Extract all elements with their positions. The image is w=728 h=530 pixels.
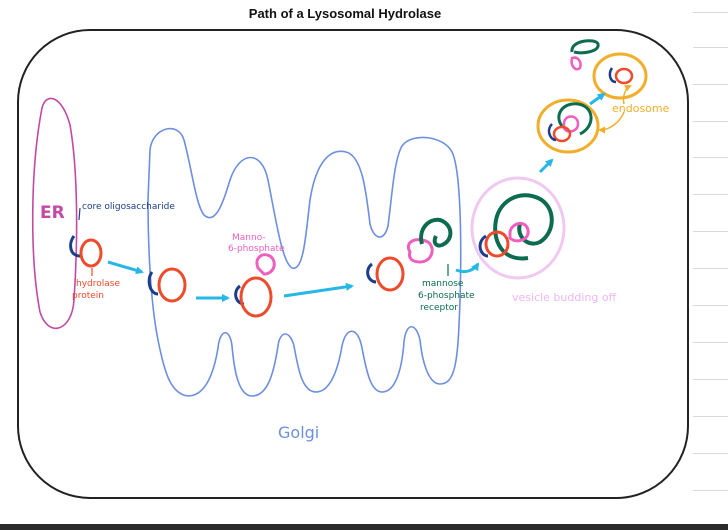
endosome-pointer-arrow (598, 111, 625, 134)
m6p-receptor (419, 217, 453, 248)
side-rule-line (693, 453, 728, 454)
side-rule-line (693, 379, 728, 380)
er-organelle (31, 97, 78, 330)
hydrolase-label-line1: hydrolase (76, 279, 120, 289)
arrow-er-to-golgi (107, 260, 144, 275)
side-rule-line (693, 121, 728, 122)
side-rule-line (693, 342, 728, 343)
recycled-receptor (570, 39, 600, 55)
side-rule-line (693, 490, 728, 491)
vesicle-hydrolase (484, 230, 510, 258)
endosome-label: endosome (612, 102, 670, 115)
oligosaccharide-trans-golgi (366, 262, 377, 284)
mannose-phosphate-trans (407, 238, 434, 264)
receptor-label-line2: 6-phosphate (418, 291, 475, 301)
endosome-oligosaccharide (547, 123, 557, 142)
arrow-endosome-to-lysosome (589, 92, 606, 106)
released-mannose-phosphate (570, 56, 582, 71)
endosome-lower (536, 98, 600, 154)
diagram-title: Path of a Lysosomal Hydrolase (248, 6, 442, 21)
core-oligosaccharide-pointer (78, 207, 81, 221)
side-rule-line (693, 194, 728, 195)
mannose-phosphate-tag (255, 253, 276, 276)
endosome-pointer-arrow (622, 85, 632, 105)
lysosome-hydrolase (614, 67, 634, 85)
side-rule-line (693, 157, 728, 158)
core-oligosaccharide-label: core oligosaccharide (82, 202, 175, 212)
golgi-apparatus (147, 127, 462, 397)
hydrolase-er (79, 238, 103, 268)
side-rule-line (693, 416, 728, 417)
hydrolase-trans-golgi (375, 256, 405, 292)
arrow-vesicle-to-endosome (538, 158, 554, 174)
golgi-label: Golgi (278, 423, 319, 442)
vesicle-label: vesicle budding off (512, 291, 617, 304)
side-rule-line (693, 12, 728, 13)
arrow-medial-to-trans (283, 282, 354, 298)
mannose-phosphate-label-line1: Manno- (232, 233, 266, 243)
receptor-label-line3: receptor (420, 303, 458, 313)
receptor-label-line1: mannose (422, 279, 464, 289)
side-rule-line (693, 84, 728, 85)
hydrolase-label-line2: protein (72, 291, 104, 301)
vesicle-mannose-phosphate (508, 222, 530, 243)
lysosome-oligosaccharide (608, 67, 617, 84)
vesicle-oligosaccharide (478, 234, 489, 258)
endosome-mannose-phosphate (562, 115, 580, 133)
endosome-upper (592, 52, 648, 100)
endosome-receptor (557, 102, 593, 136)
endosome-hydrolase (552, 125, 572, 143)
cell-membrane-frame (17, 29, 689, 499)
arrow-trans-to-vesicle (455, 262, 480, 274)
transport-vesicle (470, 176, 566, 280)
side-rule-line (693, 231, 728, 232)
oligosaccharide-er (69, 235, 81, 258)
oligosaccharide-cis-golgi (147, 271, 159, 296)
er-label: ER (40, 203, 65, 223)
vesicle-receptor (493, 193, 554, 261)
side-rule-line (693, 268, 728, 269)
bottom-bar (0, 524, 728, 530)
side-rule-line (693, 305, 728, 306)
hydrolase-cis-golgi (157, 267, 187, 303)
mannose-phosphate-label-line2: 6-phosphate (228, 244, 285, 254)
side-rule-line (693, 47, 728, 48)
hydrolase-medial-golgi (239, 276, 273, 318)
